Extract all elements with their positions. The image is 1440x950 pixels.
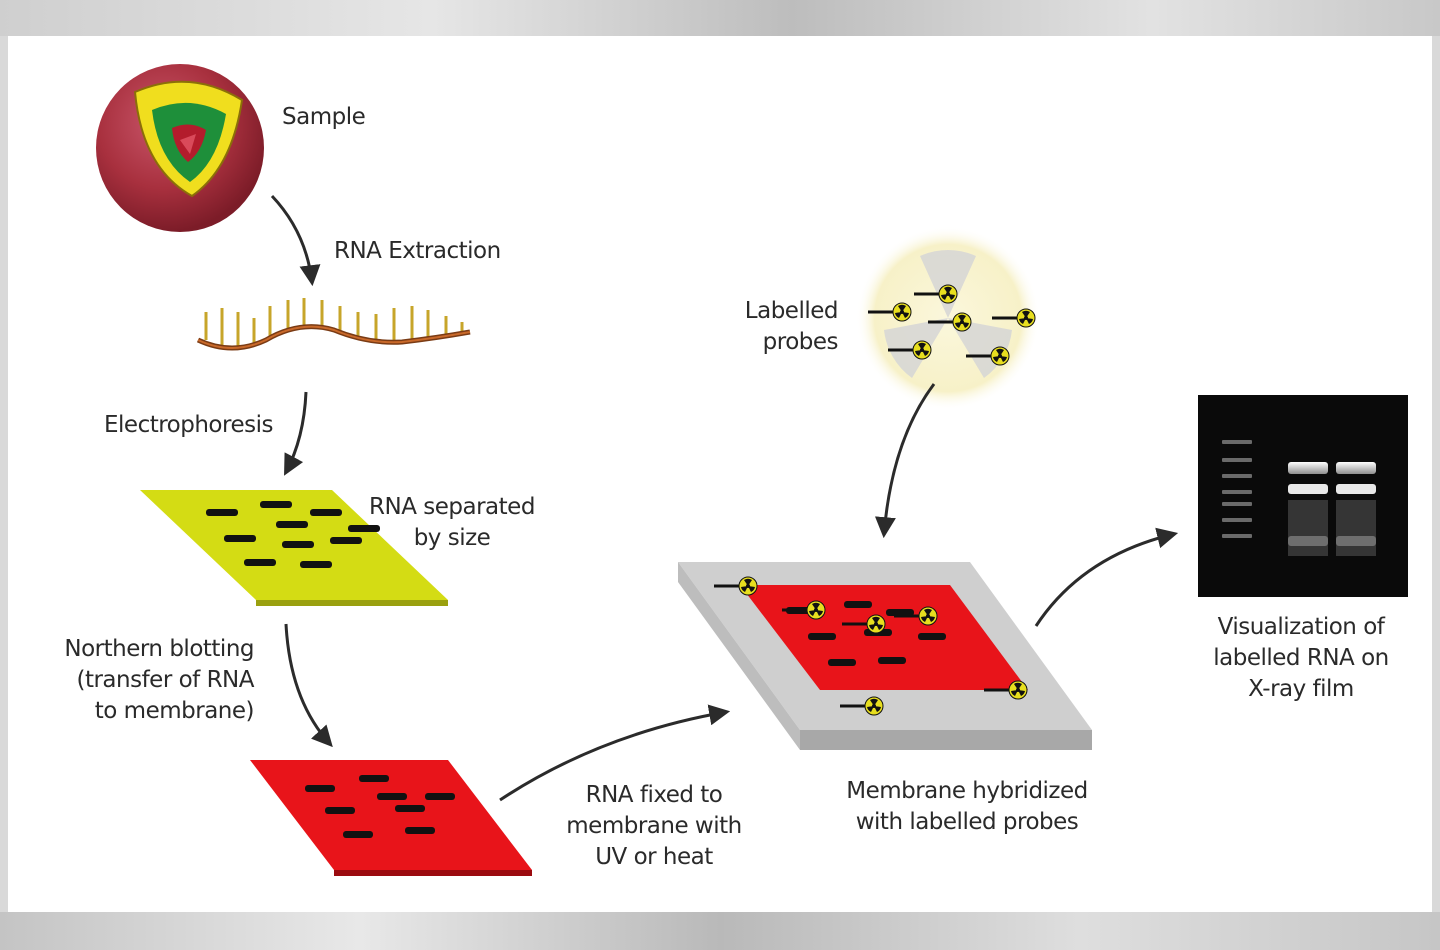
arrow-membrane-to-hybridization <box>499 704 731 802</box>
ladder-band <box>1222 458 1252 462</box>
gel-band <box>224 535 256 542</box>
gel-band <box>276 521 308 528</box>
gel-band <box>348 525 380 532</box>
tray-left-side <box>678 562 800 750</box>
hybridized-membrane-illustration <box>678 562 1092 750</box>
membrane-band <box>425 793 455 800</box>
film-band-lower <box>1288 536 1328 546</box>
xray-film-illustration <box>1198 395 1408 597</box>
gel-band <box>310 509 342 516</box>
tray-front <box>800 730 1092 750</box>
hybridized-band <box>886 609 914 616</box>
ladder-band <box>1222 518 1252 522</box>
membrane-surface <box>250 760 532 870</box>
label-visualization: Visualization of labelled RNA on X-ray f… <box>1213 614 1389 702</box>
film-band-upper <box>1336 462 1376 474</box>
film-band-upper <box>1288 462 1328 474</box>
gel-band <box>244 559 276 566</box>
cell-nucleolus <box>180 134 196 154</box>
film-band-lower <box>1336 536 1376 546</box>
label-rna-fixed: RNA fixed to membrane with UV or heat <box>566 782 742 870</box>
hybridized-band <box>844 601 872 608</box>
label-membrane-hybridized: Membrane hybridized with labelled probes <box>846 778 1088 835</box>
label-northern-blotting: Northern blotting (transfer of RNA to me… <box>64 636 254 724</box>
arrow-sample-to-rna <box>270 194 321 287</box>
gel-illustration <box>140 490 448 606</box>
flow-arrows <box>270 194 1179 802</box>
background-top-strip <box>0 0 1440 36</box>
label-rna-separated: RNA separated by size <box>369 494 535 551</box>
membrane-band <box>359 775 389 782</box>
ladder-band <box>1222 440 1252 444</box>
ladder-band <box>1222 534 1252 538</box>
gel-band <box>206 509 238 516</box>
ladder-band <box>1222 474 1252 478</box>
film-lane-smear <box>1288 500 1328 556</box>
hybridized-band <box>878 657 906 664</box>
membrane-band <box>305 785 335 792</box>
label-sample: Sample <box>282 104 366 130</box>
arrow-gel-to-membrane <box>284 623 333 748</box>
membrane-edge <box>334 870 532 876</box>
membrane-band <box>377 793 407 800</box>
hybridized-band <box>918 633 946 640</box>
gel-edge <box>256 600 448 606</box>
gel-band <box>300 561 332 568</box>
film-lane-smear <box>1336 500 1376 556</box>
ladder-band <box>1222 502 1252 506</box>
membrane-band <box>325 807 355 814</box>
hybridized-band <box>828 659 856 666</box>
ladder-band <box>1222 490 1252 494</box>
gel-band <box>330 537 362 544</box>
membrane-band <box>395 805 425 812</box>
arrow-probes-to-membrane <box>874 383 936 539</box>
membrane-band <box>405 827 435 834</box>
arrow-rna-to-gel <box>284 391 308 476</box>
arrow-hybridization-to-film <box>1034 527 1179 627</box>
xray-film <box>1198 395 1408 597</box>
label-rna-extraction: RNA Extraction <box>334 238 501 264</box>
gel-band <box>260 501 292 508</box>
labelled-probes-illustration <box>856 226 1040 410</box>
membrane-band <box>343 831 373 838</box>
background-bottom-strip <box>0 912 1440 950</box>
rna-strand-illustration <box>196 298 471 351</box>
membrane-illustration <box>250 760 532 876</box>
sample-cell-illustration <box>96 64 264 232</box>
hybridized-band <box>808 633 836 640</box>
rna-backbone-highlight <box>197 325 471 349</box>
film-band-middle <box>1288 484 1328 494</box>
label-electrophoresis: Electrophoresis <box>104 412 273 438</box>
label-labelled-probes: Labelled probes <box>744 298 839 355</box>
gel-band <box>282 541 314 548</box>
film-band-middle <box>1336 484 1376 494</box>
